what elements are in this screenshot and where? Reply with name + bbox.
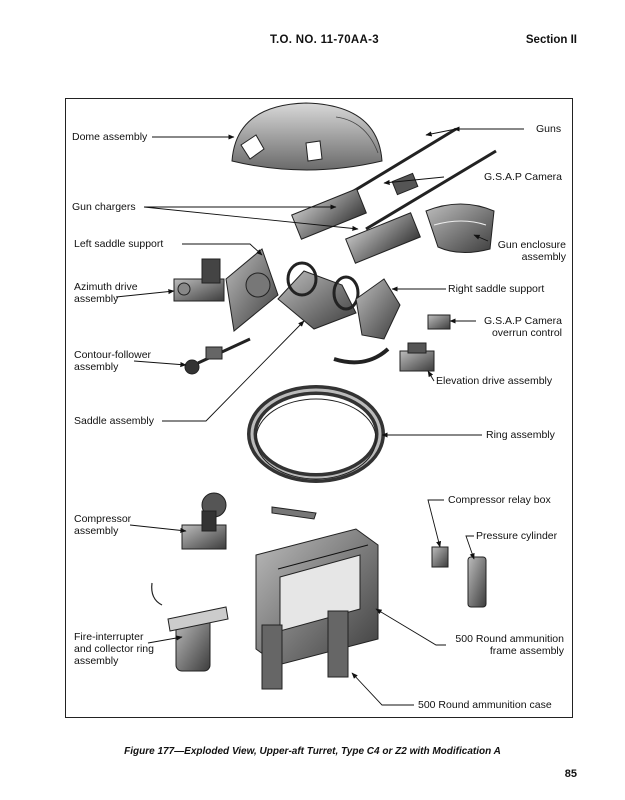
callout-ammunition-frame: 500 Round ammunition frame assembly <box>436 633 564 657</box>
callout-azimuth-drive-line2: assembly <box>74 293 119 305</box>
ring-assembly-part <box>247 385 385 483</box>
callout-gun-enclosure-line1: Gun enclosure <box>497 239 566 251</box>
contour-follower-part <box>184 337 251 375</box>
callout-gsap-camera: G.S.A.P Camera <box>484 171 563 183</box>
ammunition-frame-part <box>255 506 379 690</box>
callout-gun-enclosure-line2: assembly <box>521 251 566 263</box>
callout-saddle-assembly: Saddle assembly <box>74 415 154 427</box>
gun-enclosure-part <box>425 203 495 253</box>
callout-contour-follower-line2: assembly <box>74 361 119 373</box>
callout-compressor-assembly: Compressor assembly <box>74 513 131 537</box>
saddle-assembly-part <box>277 261 360 330</box>
compressor-part <box>181 492 227 550</box>
callout-gun-chargers: Gun chargers <box>72 201 136 213</box>
callout-pressure-cylinder: Pressure cylinder <box>476 530 558 542</box>
callout-compressor-line1: Compressor <box>74 513 132 525</box>
dome-assembly-part <box>231 102 383 171</box>
section-label: Section II <box>525 34 577 46</box>
callout-fire-interrupter: Fire-interrupter and collector ring asse… <box>74 631 154 667</box>
callout-azimuth-drive-line1: Azimuth drive <box>74 281 138 293</box>
callout-contour-follower: Contour-follower assembly <box>74 349 151 373</box>
page-number: 85 <box>564 768 577 780</box>
fire-interrupter-part <box>151 582 229 672</box>
callout-right-saddle-support: Right saddle support <box>448 283 545 295</box>
callout-left-saddle-support: Left saddle support <box>74 238 164 250</box>
callout-dome-assembly: Dome assembly <box>72 131 148 143</box>
document-number: T.O. NO. 11-70AA-3 <box>270 34 379 46</box>
azimuth-drive-part <box>173 258 225 302</box>
callout-azimuth-drive: Azimuth drive assembly <box>74 281 138 305</box>
left-saddle-support-part <box>225 248 279 332</box>
figure-caption: Figure 177—Exploded View, Upper-aft Turr… <box>124 746 501 757</box>
callout-overrun-control-line1: G.S.A.P Camera <box>483 315 562 327</box>
elevation-drive-part <box>399 342 435 372</box>
callout-frame-line1: 500 Round ammunition <box>455 633 564 645</box>
relay-box-part <box>431 546 449 568</box>
callout-overrun-control: G.S.A.P Camera overrun control <box>472 315 562 339</box>
callout-fire-interrupter-line2: and collector ring <box>74 643 154 655</box>
leader-lines <box>115 126 524 706</box>
callout-ammunition-case: 500 Round ammunition case <box>418 699 552 711</box>
callout-contour-follower-line1: Contour-follower <box>74 349 152 361</box>
callout-compressor-line2: assembly <box>74 525 119 537</box>
overrun-control-part <box>427 314 451 330</box>
callout-gun-enclosure: Gun enclosure assembly <box>486 239 566 263</box>
callout-elevation-drive: Elevation drive assembly <box>436 375 553 387</box>
page-header: T.O. NO. 11-70AA-3 Section II <box>0 34 625 50</box>
figure-frame: Dome assembly Guns G.S.A.P Camera Gun ch… <box>65 98 573 718</box>
callout-guns: Guns <box>536 123 562 135</box>
right-saddle-support-part <box>333 278 401 365</box>
callout-fire-interrupter-line1: Fire-interrupter <box>74 631 144 643</box>
callout-frame-line2: frame assembly <box>489 645 564 657</box>
guns-part <box>291 127 497 264</box>
pressure-cylinder-part <box>467 556 487 608</box>
callout-overrun-control-line2: overrun control <box>491 327 562 339</box>
callout-compressor-relay-box: Compressor relay box <box>448 494 551 506</box>
callout-ring-assembly: Ring assembly <box>486 429 555 441</box>
callout-fire-interrupter-line3: assembly <box>74 655 119 667</box>
exploded-view-illustration <box>115 102 524 706</box>
